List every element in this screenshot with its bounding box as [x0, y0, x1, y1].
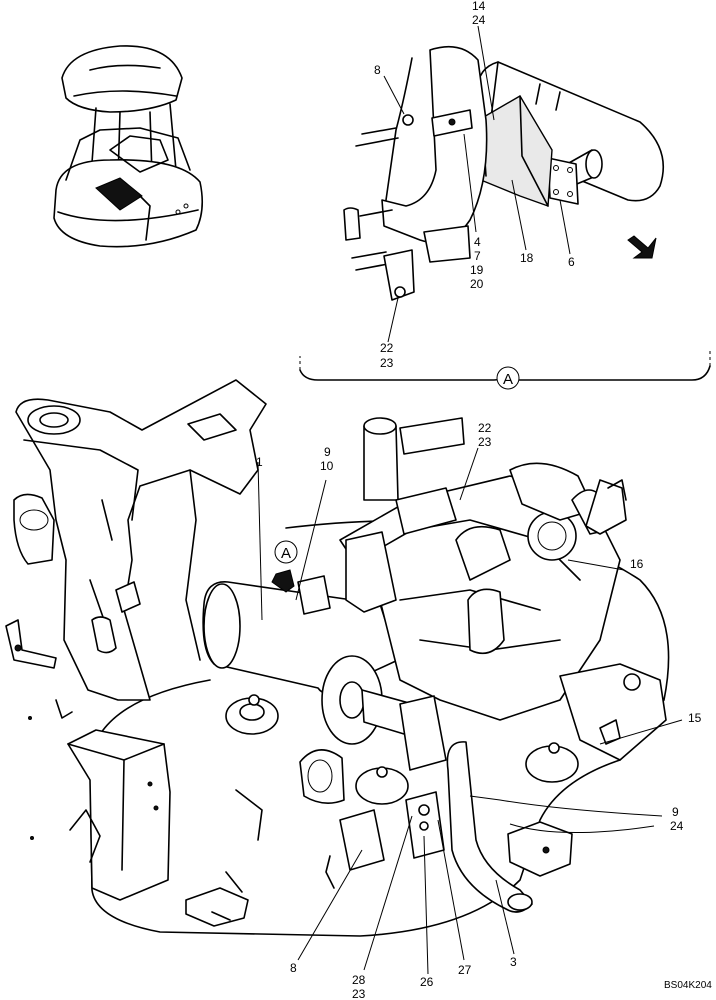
- callout-7: 7: [474, 249, 481, 263]
- callout-19: 19: [470, 263, 484, 277]
- view-marker-a: A: [503, 371, 513, 388]
- view-marker-a: A: [281, 545, 291, 562]
- machine-overview-thumbnail: [53, 45, 204, 248]
- callout-8: 8: [290, 961, 297, 975]
- callout-28: 28: [352, 973, 366, 987]
- callout-24: 24: [670, 819, 684, 833]
- callout-26: 26: [420, 975, 434, 989]
- callout-16: 16: [630, 557, 644, 571]
- callout-27: 27: [458, 963, 472, 977]
- callout-20: 20: [470, 277, 484, 291]
- drawing-code: BS04K204: [664, 980, 712, 991]
- callout-labels: 14 24 8 4 7 19 20 18 6 22 23 A 22 23 9 1…: [256, 0, 712, 1000]
- callout-23: 23: [478, 435, 492, 449]
- callout-22: 22: [380, 341, 394, 355]
- callout-23: 23: [380, 356, 394, 370]
- callout-9: 9: [324, 445, 331, 459]
- callout-14: 14: [472, 0, 486, 13]
- callout-9: 9: [672, 805, 679, 819]
- leader-lines: [257, 25, 683, 975]
- callout-22: 22: [478, 421, 492, 435]
- callout-1: 1: [256, 455, 263, 469]
- detail-view-a: [299, 45, 711, 390]
- callout-18: 18: [520, 251, 534, 265]
- callout-6: 6: [568, 255, 575, 269]
- callout-15: 15: [688, 711, 702, 725]
- callout-23: 23: [352, 987, 366, 1000]
- main-assembly: [5, 379, 670, 937]
- callout-24: 24: [472, 13, 486, 27]
- callout-10: 10: [320, 459, 334, 473]
- callout-3: 3: [510, 955, 517, 969]
- callout-8: 8: [374, 63, 381, 77]
- callout-4: 4: [474, 235, 481, 249]
